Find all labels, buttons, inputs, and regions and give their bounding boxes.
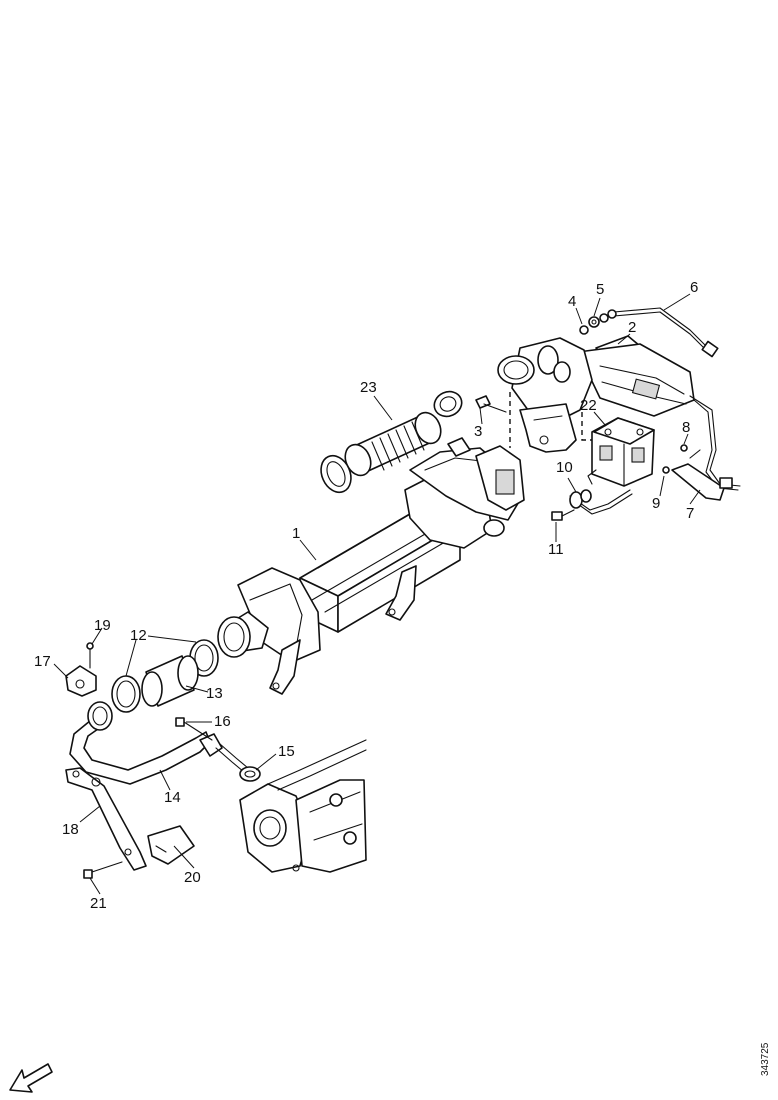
callout-7: 7 xyxy=(686,505,694,522)
callout-12: 12 xyxy=(130,627,147,644)
hose-clamps xyxy=(111,639,219,713)
egr-cooler xyxy=(217,437,525,695)
callout-19: 19 xyxy=(94,617,111,634)
support-bracket xyxy=(65,767,147,871)
callout-22: 22 xyxy=(580,397,597,414)
callout-15: 15 xyxy=(278,743,295,760)
callout-10: 10 xyxy=(556,459,573,476)
heat-shield xyxy=(83,825,195,879)
callout-18: 18 xyxy=(62,821,79,838)
callout-6: 6 xyxy=(690,279,698,296)
callout-14: 14 xyxy=(164,789,181,806)
exhaust-manifold xyxy=(239,739,367,873)
callout-3: 3 xyxy=(474,423,482,440)
temperature-sensor xyxy=(671,395,741,501)
callout-9: 9 xyxy=(652,495,660,512)
callout-2: 2 xyxy=(628,319,636,336)
bolt-and-pipe xyxy=(551,489,633,521)
arrow-down-left-icon xyxy=(9,1063,53,1093)
callout-23: 23 xyxy=(360,379,377,396)
bellows-hose xyxy=(320,390,463,494)
control-valve-block xyxy=(587,417,655,487)
callout-20: 20 xyxy=(184,869,201,886)
callout-8: 8 xyxy=(682,419,690,436)
leader-lines xyxy=(53,293,701,895)
callout-11: 11 xyxy=(548,541,564,558)
callout-4: 4 xyxy=(568,293,576,310)
callout-21: 21 xyxy=(90,895,107,912)
callout-16: 16 xyxy=(214,713,231,730)
egr-valve-housing xyxy=(497,335,695,453)
callout-1: 1 xyxy=(292,525,300,542)
callout-labels: 1 2 3 4 5 6 7 8 9 10 11 12 13 14 15 16 1… xyxy=(34,279,698,912)
bolt-and-gasket xyxy=(175,717,261,782)
sensor-harness xyxy=(607,307,719,358)
fasteners xyxy=(475,313,688,474)
pipe-clip xyxy=(65,642,97,697)
callout-5: 5 xyxy=(596,281,604,298)
bent-pipe xyxy=(69,701,223,785)
document-id: 343725 xyxy=(760,1042,771,1076)
callout-13: 13 xyxy=(206,685,223,702)
callout-17: 17 xyxy=(34,653,51,670)
